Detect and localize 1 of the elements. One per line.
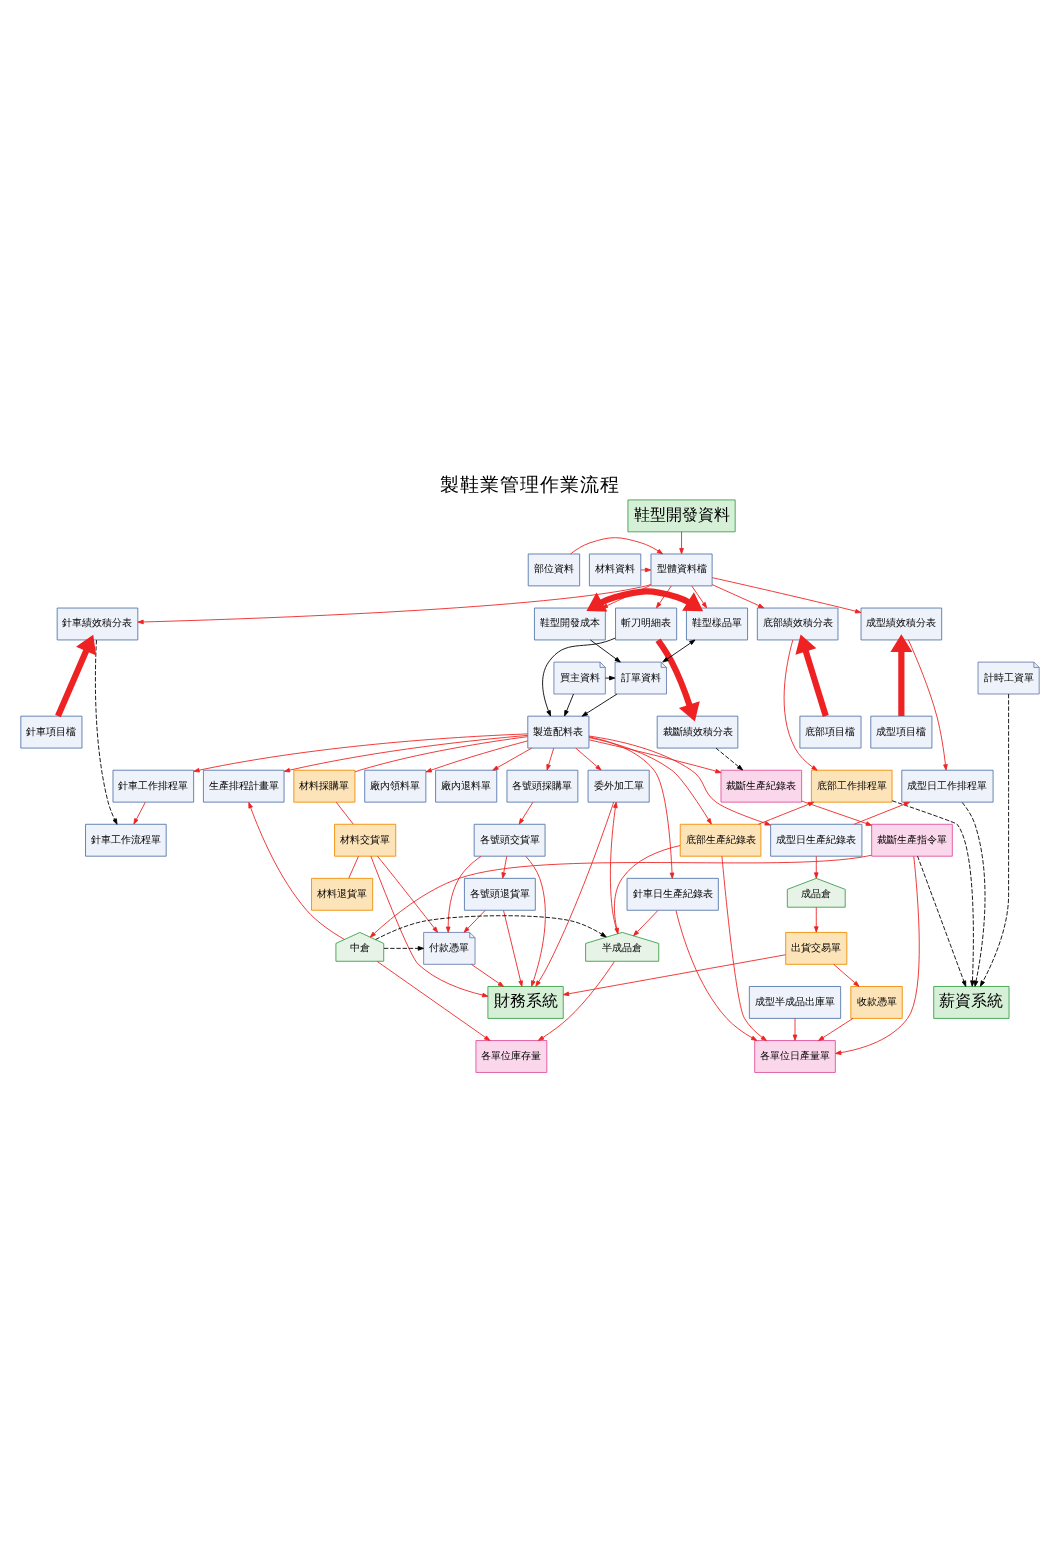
diagram-title: 製鞋業管理作業流程 (440, 474, 620, 497)
